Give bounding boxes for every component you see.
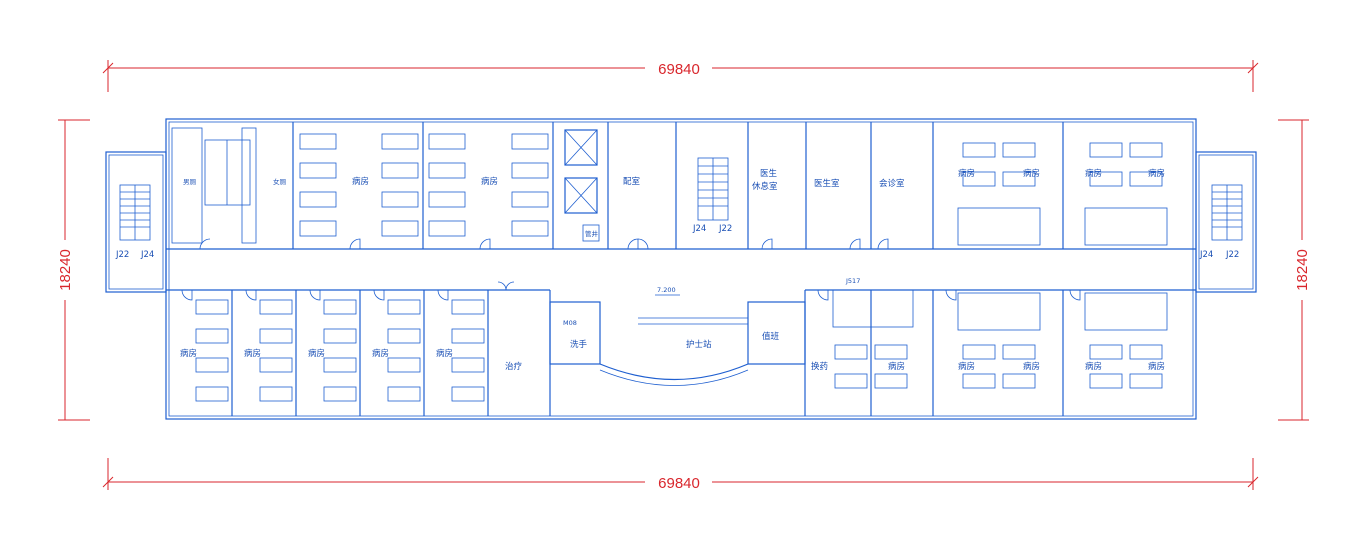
ward-label-12: 病房 [888,361,905,372]
dimension-left: 18240 [57,119,90,421]
top-partitions [292,122,1064,249]
ward-label-6: 病房 [1148,168,1165,179]
office-label: 配室 [623,176,641,187]
mid-stair-tag-b: J22 [718,224,732,234]
beds-top-left [299,133,549,237]
ward-label-1: 病房 [352,176,369,187]
ward-label-13: 病房 [958,361,975,372]
doctor-label: 医生室 [814,178,840,189]
dimension-left-label: 18240 [57,249,74,291]
ward-label-7: 病房 [180,348,197,359]
beds-bottom-left [195,299,485,402]
ward-label-11: 病房 [436,348,453,359]
dimension-bottom-label: 69840 [658,475,700,492]
shaft-label: 管井 [585,229,599,238]
building-outline [105,118,1257,420]
toilets-block: 男厕 女厕 [171,127,287,244]
room-labels: 病房 病房 配室 医生 休息室 医生室 会诊室 病房 病房 病房 病房 病房 病… [180,168,1165,372]
right-stair: J24 J22 [1199,184,1243,260]
doctor-rest-label-b: 休息室 [752,181,778,192]
bottom-partitions [231,290,1064,416]
left-stair-tag-b: J24 [140,250,154,260]
ward-label-2: 病房 [481,176,498,187]
ward-label-10: 病房 [372,348,389,359]
dimension-top: 69840 [102,60,1259,92]
door-tag: M08 [563,319,577,327]
ward-label-8: 病房 [244,348,261,359]
ward-label-16: 病房 [1148,361,1165,372]
ward-label-3: 病房 [958,168,975,179]
washroom-label: 洗手 [570,339,588,350]
window-tag: J517 [845,277,860,285]
level-marker: 7.200 [657,286,676,294]
left-stair: J22 J24 [115,184,154,260]
doctor-rest-label-a: 医生 [760,168,778,179]
duty-label: 值班 [762,331,780,342]
ward-label-5: 病房 [1085,168,1102,179]
mid-stair-tag-a: J24 [692,224,706,234]
elevators: 管井 [564,129,600,242]
ward-label-9: 病房 [308,348,325,359]
doors [181,238,1081,301]
toilet-m-label: 男厕 [183,178,197,186]
beds-right [832,142,1168,389]
nurse-station-label: 护士站 [686,339,712,350]
right-stair-tag-b: J22 [1225,250,1239,260]
ward-label-15: 病房 [1085,361,1102,372]
dimension-right-label: 18240 [1294,249,1311,291]
dimension-right: 18240 [1278,119,1311,421]
middle-stair: J24 J22 [692,157,732,234]
right-stair-tag-a: J24 [1199,250,1213,260]
consult-label: 会诊室 [879,178,905,189]
treatment-label: 治疗 [505,361,523,372]
left-stair-tag-a: J22 [115,250,129,260]
dressing-label: 换药 [811,361,828,372]
ward-label-14: 病房 [1023,361,1040,372]
ward-label-4: 病房 [1023,168,1040,179]
dimension-top-label: 69840 [658,61,700,78]
dimension-bottom: 69840 [102,458,1259,492]
toilet-f-label: 女厕 [273,177,287,186]
